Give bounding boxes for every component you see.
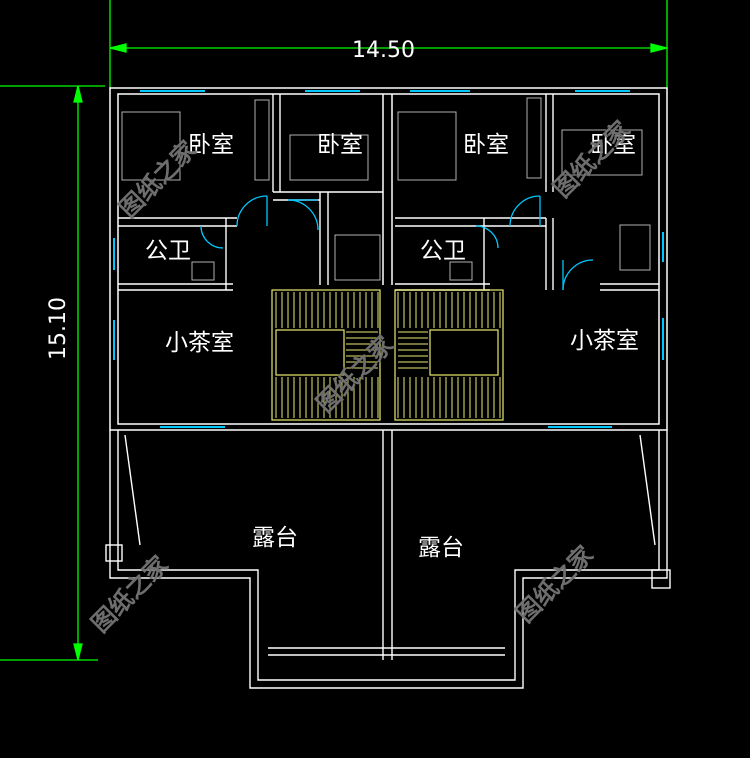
room-label-tea-room-left: 小茶室: [165, 330, 234, 356]
interior-walls: [118, 94, 659, 291]
room-label-bedroom-1: 卧室: [188, 132, 234, 158]
room-label-terrace-right: 露台: [418, 535, 464, 561]
room-label-bedroom-3: 卧室: [463, 132, 509, 158]
stair-treads: [275, 292, 501, 418]
room-label-tea-room-right: 小茶室: [570, 328, 639, 354]
room-label-bedroom-2: 卧室: [317, 132, 363, 158]
room-label-bedroom-4: 卧室: [590, 132, 636, 158]
room-label-terrace-left: 露台: [252, 525, 298, 551]
depth-dimension: 15.10: [46, 297, 71, 360]
room-label-bathroom-right: 公卫: [420, 238, 466, 264]
exterior-walls: [109, 87, 668, 431]
dimension-lines: [0, 0, 668, 661]
door-swings: [200, 195, 594, 291]
room-label-bathroom-left: 公卫: [145, 238, 191, 264]
terrace-outline: [105, 430, 671, 689]
furniture: [121, 97, 651, 281]
windows: [113, 90, 664, 428]
width-dimension: 14.50: [352, 38, 415, 63]
staircase: [271, 289, 504, 421]
